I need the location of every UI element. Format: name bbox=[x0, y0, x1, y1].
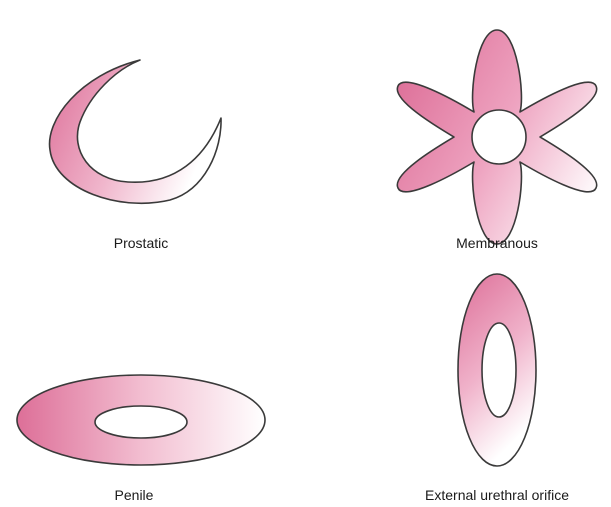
label-penile: Penile bbox=[115, 488, 154, 502]
label-prostatic: Prostatic bbox=[114, 236, 168, 250]
penile-ellipse-shape bbox=[17, 375, 265, 465]
external-orifice-lumen bbox=[482, 323, 516, 417]
external-orifice-ellipse-shape bbox=[458, 274, 536, 466]
membranous-star-shape bbox=[397, 30, 596, 244]
membranous-lumen bbox=[472, 110, 526, 164]
label-membranous: Membranous bbox=[456, 236, 538, 250]
prostatic-crescent-shape bbox=[50, 60, 222, 203]
label-external-urethral-orifice: External urethral orifice bbox=[425, 488, 569, 502]
penile-lumen bbox=[95, 406, 187, 438]
